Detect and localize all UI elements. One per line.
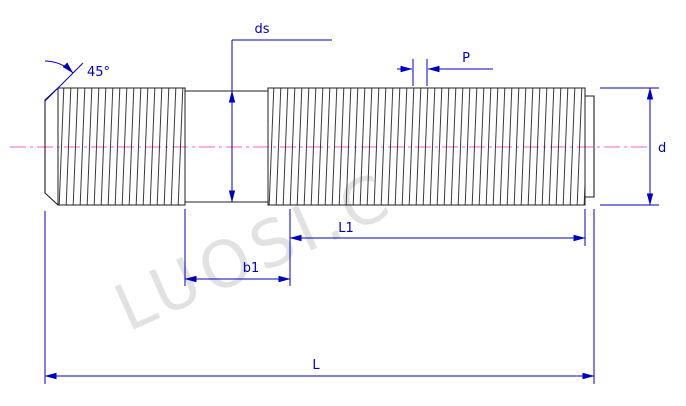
chamfer-angle-label: 45° xyxy=(87,65,110,80)
stud-outline xyxy=(44,87,595,206)
diameter-dimension: d xyxy=(600,87,666,206)
b1-label: b1 xyxy=(243,261,260,276)
chamfer-angle-dimension: 45° xyxy=(44,60,110,102)
diameter-label: d xyxy=(658,141,666,156)
l1-label: L1 xyxy=(338,221,354,236)
right-tip-outline xyxy=(584,95,595,198)
pitch-label: P xyxy=(462,51,470,66)
ds-label: ds xyxy=(254,22,269,37)
length-label: L xyxy=(312,358,320,373)
stud-body xyxy=(44,87,595,206)
left-thread-hatch xyxy=(58,88,185,205)
l1-dimension: L1 xyxy=(289,209,586,286)
ds-dimension: ds xyxy=(228,22,332,203)
b1-dimension: b1 xyxy=(184,209,291,286)
length-dimension: L xyxy=(44,209,595,384)
pitch-dimension: P xyxy=(397,51,493,86)
right-thread-hatch xyxy=(268,88,585,205)
